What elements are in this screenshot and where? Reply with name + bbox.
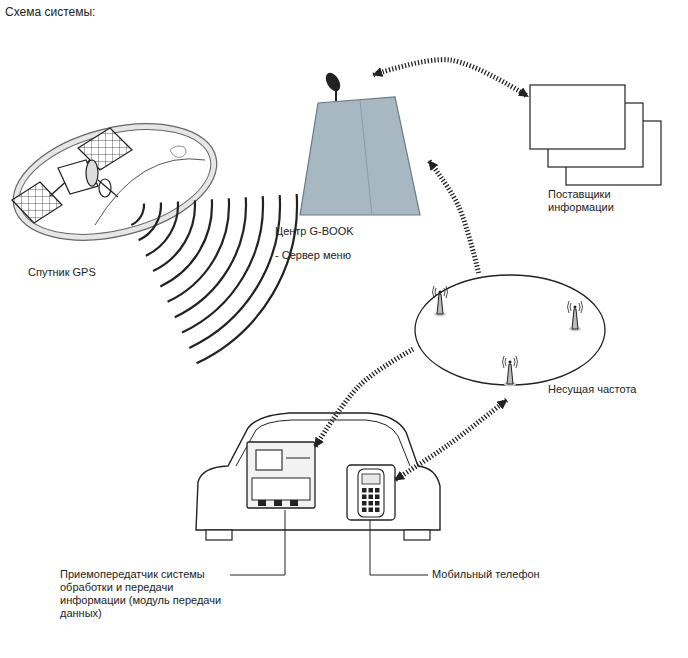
transceiver-node: Приемопередатчик системы обработки и пер… — [245, 440, 315, 510]
wave-arc — [197, 194, 297, 363]
transceiver-module — [247, 442, 315, 508]
radio-link — [395, 400, 507, 480]
wave-arc — [131, 204, 144, 225]
radio-link — [373, 60, 528, 97]
wave-arc — [139, 203, 161, 241]
wave-arc — [175, 197, 246, 317]
phone-key — [375, 501, 380, 506]
wave-arc — [153, 200, 195, 271]
node-label: Центр G-BOOK — [275, 225, 425, 238]
mobile-phone — [347, 465, 395, 520]
part-label: Спутник GPS — [28, 266, 96, 279]
cell-tower — [433, 286, 448, 317]
carrier-network: Несущая частота — [413, 273, 612, 400]
leader-line — [230, 510, 285, 575]
phone-key — [369, 508, 374, 513]
phone-key — [375, 508, 380, 513]
phone-key — [362, 495, 367, 500]
carrier-ellipse — [413, 273, 608, 388]
phone-key — [362, 488, 367, 493]
phone-key — [369, 501, 374, 506]
radio-link — [429, 161, 479, 273]
car-outline — [196, 413, 440, 540]
node-label: Мобильный телефон — [432, 568, 572, 581]
phone-key — [362, 508, 367, 513]
wave-arc — [189, 195, 280, 348]
title: Схема системы: — [5, 5, 95, 19]
phone-node: Мобильный телефон — [345, 465, 395, 520]
node-label: Поставщики информации — [548, 188, 638, 214]
wave-arc — [182, 196, 263, 332]
leader-line — [370, 520, 428, 575]
phone-key — [375, 495, 380, 500]
node-label: Приемопередатчик системы обработки и пер… — [60, 568, 225, 620]
gbook-center-building — [300, 70, 420, 215]
phone-key — [369, 495, 374, 500]
phone-key — [369, 488, 374, 493]
earth-globe — [1, 104, 229, 259]
gbook-center: Центр G-BOOK - Сервер меню — [270, 75, 429, 266]
node-label: Несущая частота — [548, 383, 612, 396]
node-label: - Сервер меню — [275, 249, 425, 262]
wave-arc — [168, 198, 229, 302]
cell-tower — [568, 301, 583, 332]
radio-link — [315, 349, 413, 447]
info-providers: Поставщики информации — [528, 83, 663, 218]
information-provider-pages — [530, 85, 661, 185]
gps-waves — [131, 194, 297, 363]
phone-key — [362, 501, 367, 506]
wave-arc — [146, 201, 178, 255]
phone-key — [375, 488, 380, 493]
gps-satellite — [12, 128, 132, 223]
cell-tower — [503, 356, 518, 387]
